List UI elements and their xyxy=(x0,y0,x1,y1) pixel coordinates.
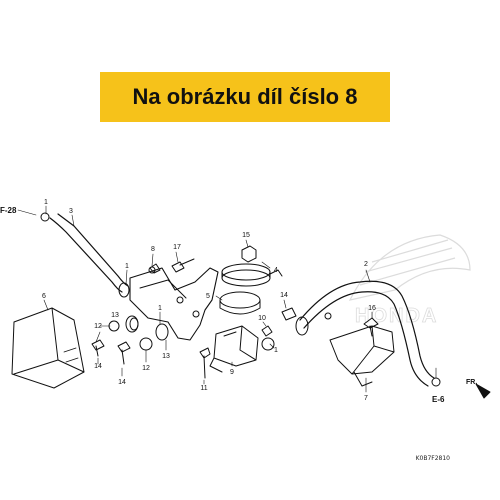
part-number-1: 1 xyxy=(158,305,162,312)
part-number-1: 1 xyxy=(125,263,129,270)
part-number-11: 11 xyxy=(200,385,207,392)
part-number-8: 8 xyxy=(151,246,155,253)
hose-part-3 xyxy=(49,213,129,293)
ring-part-5 xyxy=(219,291,261,309)
washer-part-12 xyxy=(108,320,120,332)
bracket-part-8 xyxy=(129,267,219,341)
part-number-5: 5 xyxy=(206,293,210,300)
bracket-part-7 xyxy=(329,325,395,375)
ref-label-fr: FR. xyxy=(466,379,477,386)
part-number-14: 14 xyxy=(118,379,126,386)
part-number-14: 14 xyxy=(280,292,288,299)
part-number-15: 15 xyxy=(242,232,250,239)
bolt-part-17 xyxy=(171,258,195,273)
part-number-6: 6 xyxy=(42,293,46,300)
part-number-1: 1 xyxy=(44,199,48,206)
valve-part-9 xyxy=(209,325,259,373)
hose-end xyxy=(118,282,130,298)
part-number-14: 14 xyxy=(94,363,102,370)
bolt-part-14-left xyxy=(91,339,105,357)
ref-label-e6: E-6 xyxy=(432,395,445,404)
part-number-17: 17 xyxy=(173,244,181,251)
nut-part-15 xyxy=(241,245,257,263)
part-number-12: 12 xyxy=(94,323,102,330)
part-number-13: 13 xyxy=(111,312,119,319)
part-number-10: 10 xyxy=(258,315,266,322)
part-number-3: 3 xyxy=(69,208,73,215)
front-arrow-icon xyxy=(475,383,491,399)
ref-label-f28: F-28 xyxy=(0,206,17,215)
honda-wing-watermark-icon xyxy=(348,234,471,301)
part-number-12: 12 xyxy=(142,365,150,372)
part-number-16: 16 xyxy=(368,305,376,312)
banner-text: Na obrázku díl číslo 8 xyxy=(132,84,358,109)
part-number-9: 9 xyxy=(230,369,234,376)
drawing-code: K0B7F2810 xyxy=(415,455,450,462)
part-number-13: 13 xyxy=(162,353,170,360)
clip-part-10 xyxy=(261,325,273,337)
part-number-4: 4 xyxy=(274,267,278,274)
part-number-banner: Na obrázku díl číslo 8 xyxy=(100,72,390,122)
hose-part-2 xyxy=(299,280,435,387)
cover-part-6 xyxy=(11,307,85,389)
part-number-1: 1 xyxy=(274,347,278,354)
part-number-2: 2 xyxy=(364,261,368,268)
part-number-7: 7 xyxy=(364,395,368,402)
hose-clamp xyxy=(40,212,50,222)
